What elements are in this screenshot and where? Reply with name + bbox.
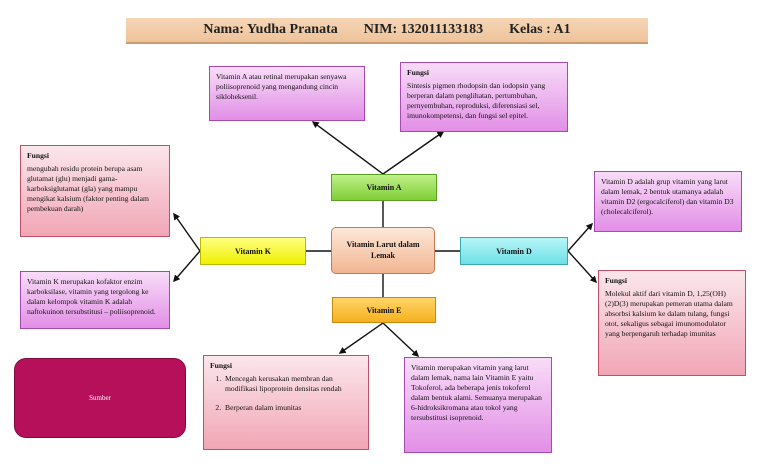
vitamin-e-function-list: Mencegah kerusakan membran dan modifikas… [210,374,362,413]
vitamin-e-function-item: Mencegah kerusakan membran dan modifikas… [223,374,362,394]
vitamin-a-function-text: Sintesis pigmen rhodopsin dan iodopsin y… [407,81,546,121]
vitamin-d-definition-box: Vitamin D adalah grup vitamin yang larut… [594,171,742,232]
arrow-e-fungsi [338,322,384,354]
vitamin-a-function-box: Fungsi Sintesis pigmen rhodopsin dan iod… [400,62,568,132]
arrow-k-fungsi [173,212,201,252]
vitamin-a-definition-text: Vitamin A atau retinal merupakan senyawa… [216,72,347,102]
arrow-a-fungsi [382,131,445,175]
vitamin-d-function-title: Fungsi [605,276,627,285]
node-vitamin-e: Vitamin E [332,297,436,323]
arrow-d-def [567,222,593,252]
arrow-e-def [382,322,420,358]
node-vitamin-a: Vitamin A [331,174,437,201]
vitamin-e-function-box: Fungsi Mencegah kerusakan membran dan mo… [203,355,369,450]
arrow-d-fungsi [567,250,598,284]
vitamin-a-function-title: Fungsi [407,68,429,77]
vitamin-k-definition-text: Vitamin K merupakan kofaktor enzim karbo… [27,277,156,317]
node-vitamin-k: Vitamin K [200,237,306,265]
sumber-button[interactable]: Sumber [14,358,186,438]
vitamin-a-definition-box: Vitamin A atau retinal merupakan senyawa… [209,66,365,121]
node-vitamin-d: Vitamin D [460,237,568,265]
arrow-k-def [173,250,201,283]
vitamin-d-function-text: Molekul aktif dari vitamin D, 1,25(OH)(2… [605,289,733,339]
vitamin-k-function-text: mengubah residu protein berupa asam glut… [27,164,149,214]
vitamin-e-definition-text: Vitamin merupakan vitamin yang larut dal… [411,363,542,423]
vitamin-d-function-box: Fungsi Molekul aktif dari vitamin D, 1,2… [598,270,746,376]
student-nim: NIM: 132011133183 [363,22,484,37]
vitamin-e-function-item: Berperan dalam imunitas [223,403,362,413]
student-name: Nama: Yudha Pranata [203,22,338,37]
vitamin-e-function-title: Fungsi [210,361,232,370]
vitamin-d-definition-text: Vitamin D adalah grup vitamin yang larut… [601,177,734,217]
vitamin-k-function-box: Fungsi mengubah residu protein berupa as… [20,145,170,237]
student-class: Kelas : A1 [509,22,571,37]
header-bar: Nama: Yudha Pranata NIM: 132011133183 Ke… [126,18,648,44]
vitamin-e-definition-box: Vitamin merupakan vitamin yang larut dal… [404,357,552,453]
node-center-fat-soluble-vitamins: Vitamin Larut dalam Lemak [331,227,435,274]
vitamin-k-function-title: Fungsi [27,151,49,160]
arrow-a-def [311,121,384,175]
vitamin-k-definition-box: Vitamin K merupakan kofaktor enzim karbo… [20,271,170,329]
